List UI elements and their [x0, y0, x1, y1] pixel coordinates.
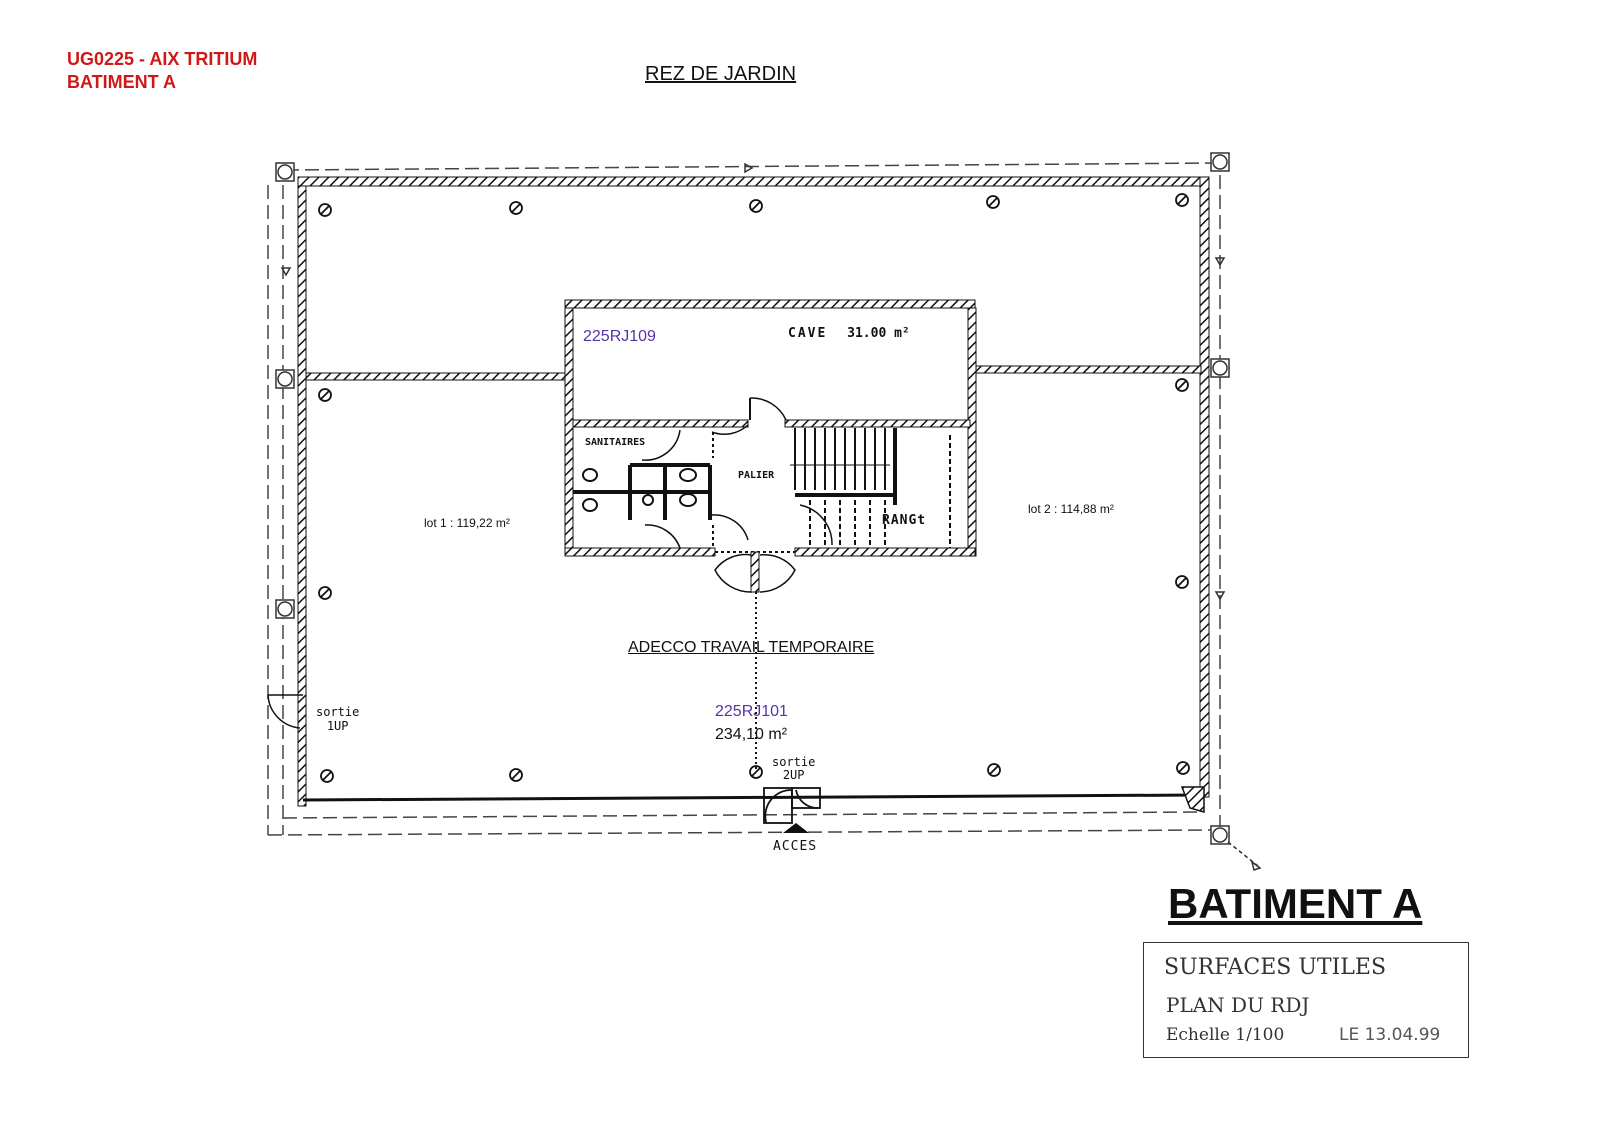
building-title: BATIMENT A [1168, 880, 1423, 927]
lot1-label: lot 1 : 119,22 m² [424, 516, 510, 530]
cave-room-id: 225RJ109 [583, 328, 656, 345]
title-block-line1: SURFACES UTILES [1164, 955, 1387, 980]
main-room-area: 234,10 m² [715, 726, 788, 743]
exit-1-line2: 1UP [326, 719, 349, 733]
tenant-name: ADECCO TRAVAIL TEMPORAIRE [628, 639, 875, 656]
exit-2-line1: sortie [772, 755, 816, 769]
palier-label: PALIER [738, 470, 775, 481]
exit-2-line2: 2UP [782, 768, 805, 782]
exterior-walls [297, 176, 1210, 807]
floor-title: REZ DE JARDIN [645, 63, 797, 85]
exit-1-line1: sortie [316, 705, 360, 719]
exit-1-label: sortie 1UP [316, 705, 359, 733]
access-arrow-icon [783, 823, 809, 833]
corner-posts [275, 152, 1230, 845]
project-code: UG0225 - AIX TRITIUM [67, 49, 258, 69]
main-room-id: 225RJ101 [715, 703, 788, 720]
cave-label-text: CAVE [788, 326, 828, 341]
cave-label: CAVE 31.00 m² [788, 326, 910, 341]
core-block [564, 299, 977, 593]
rangement-label: RANGt [882, 513, 927, 528]
project-header: UG0225 - AIX TRITIUM BATIMENT A [67, 48, 257, 94]
building-name: BATIMENT A [67, 72, 176, 92]
exit-2-label: sortie 2UP [772, 756, 815, 782]
columns [318, 193, 1190, 783]
title-block-scale: Echelle 1/100 [1166, 1025, 1285, 1045]
lot2-label: lot 2 : 114,88 m² [1028, 502, 1114, 516]
title-block-date: LE 13.04.99 [1339, 1025, 1441, 1045]
title-block: SURFACES UTILES PLAN DU RDJ Echelle 1/10… [1143, 942, 1469, 1058]
title-block-line2: PLAN DU RDJ [1166, 993, 1310, 1017]
cave-area: 31.00 m² [847, 326, 910, 341]
sanitaires-label: SANITAIRES [585, 437, 646, 448]
access-label: ACCES [773, 839, 818, 854]
